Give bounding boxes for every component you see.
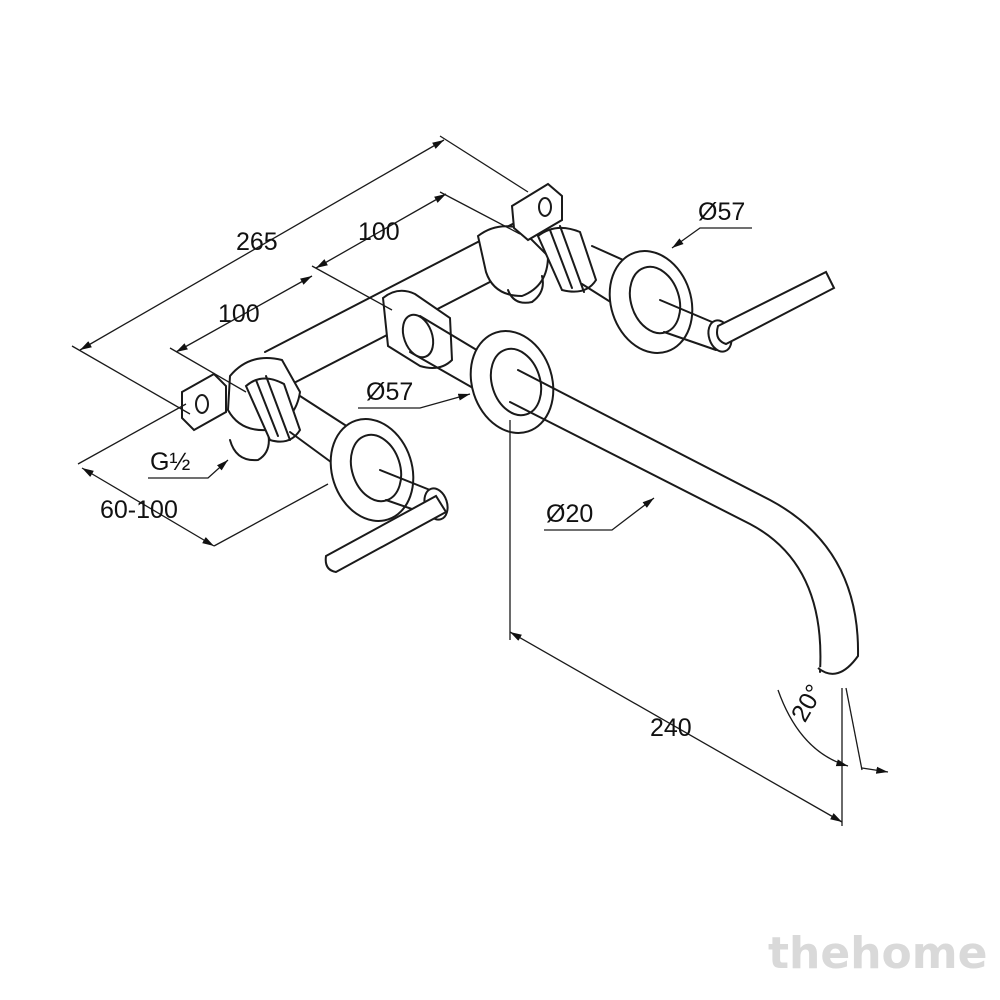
dim-spout-to-right: 100	[358, 218, 400, 246]
right-valve-assembly	[536, 225, 836, 354]
dim-overall-width: 265	[236, 228, 278, 256]
left-lever	[324, 494, 448, 574]
spout-tube	[517, 369, 860, 657]
dim-rosette-spout: Ø57	[366, 378, 413, 406]
dimension-labels: 265 100 100 Ø57 Ø57 G½ 60-100 Ø20 240 20…	[100, 198, 829, 742]
dim-spout-projection: 240	[650, 714, 692, 742]
spout-assembly	[401, 313, 860, 675]
right-rosette	[608, 250, 694, 354]
left-valve-assembly	[244, 375, 449, 574]
dim-wall-depth: 60-100	[100, 496, 178, 524]
dimension-lines	[71, 135, 889, 826]
dim-spout-diameter: Ø20	[546, 500, 593, 528]
dim-thread: G½	[150, 448, 190, 476]
right-lever	[716, 270, 836, 346]
dim-left-to-spout: 100	[218, 300, 260, 328]
left-rosette	[329, 418, 415, 522]
spout-rosette	[469, 330, 555, 434]
dim-rosette-right: Ø57	[698, 198, 745, 226]
watermark-logo: thehome	[768, 928, 988, 979]
